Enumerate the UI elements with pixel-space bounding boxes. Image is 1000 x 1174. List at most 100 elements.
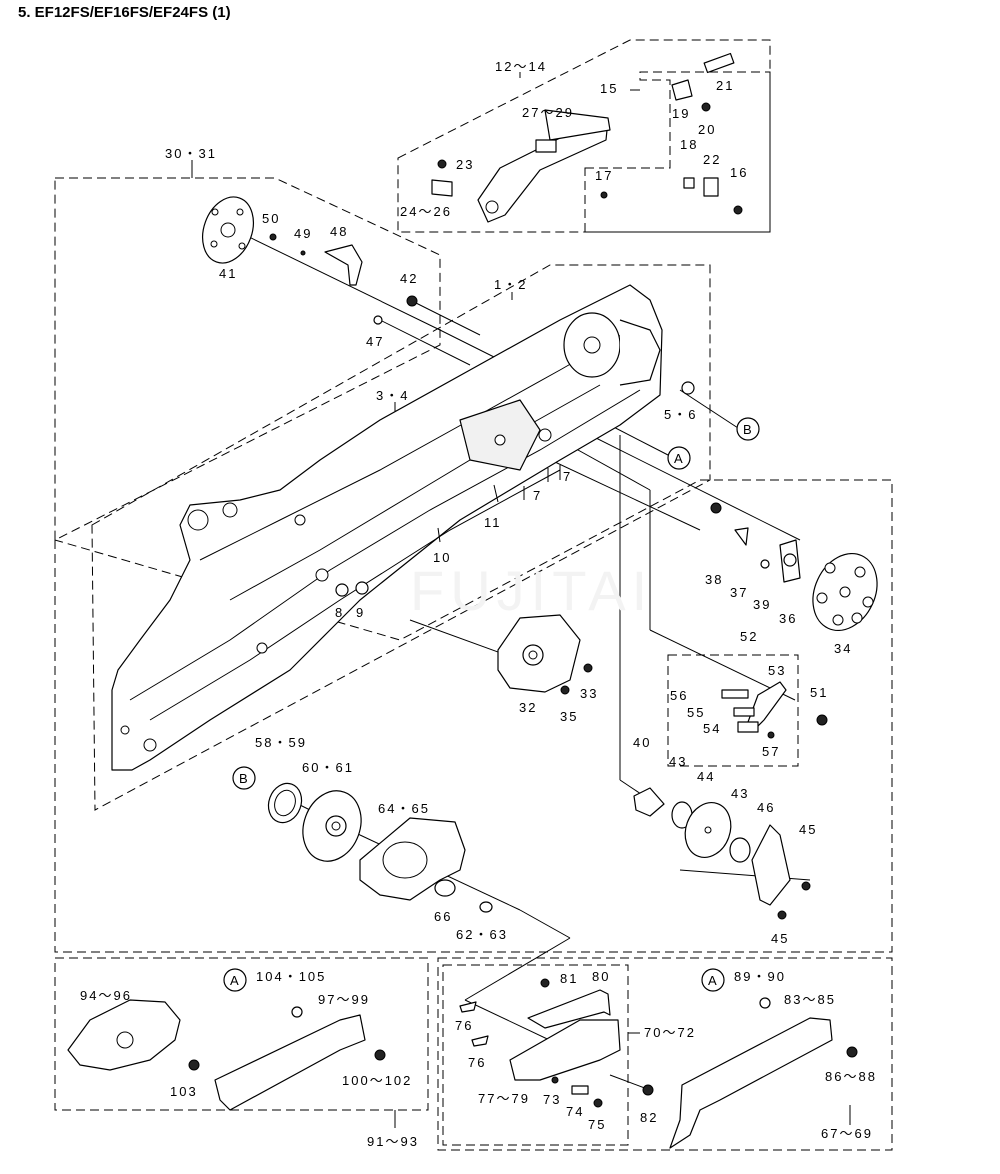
label-12-14: 12～14 [495,59,547,74]
boundary-1-2 [91,264,711,811]
label-44: 44 [697,769,715,784]
label-9: 9 [356,605,365,620]
label-97-99: 97～99 [318,992,370,1007]
screw-75 [593,1098,603,1108]
collar-18 [683,177,695,189]
label-104-105: 104・105 [256,969,326,984]
label-24-26: 24～26 [400,204,452,219]
group-boundaries [54,39,893,1151]
screw-57 [767,731,775,739]
label-70-72: 70～72 [644,1025,696,1040]
label-19: 19 [672,106,690,121]
nut-23 [437,159,447,169]
bracket-plate-27-29 [544,109,611,141]
ref-circle-a3 [701,968,725,992]
label-56: 56 [670,688,688,703]
label-1-2: 1・2 [494,277,527,292]
label-50: 50 [262,211,280,226]
bottom-right-group [669,997,858,1149]
collar-104-105 [291,1006,303,1018]
pin-10 [437,527,441,543]
collar-89-90 [759,997,771,1009]
lower-sprocket-group [267,782,493,913]
screw-17 [600,191,608,199]
page-title: 5. EF12FS/EF16FS/EF24FS (1) [18,4,231,21]
frame-hole [187,509,209,531]
main-frame-assembly [111,284,695,771]
right-sprocket-group [710,502,878,632]
boundary-67-69 [437,957,893,1151]
label-53: 53 [768,663,786,678]
label-51: 51 [810,685,828,700]
body-70-72 [509,1019,621,1081]
boundary-70-72 [442,964,629,1146]
label-a3: A [708,973,717,988]
screw-103 [188,1059,200,1071]
clip-19 [671,79,693,101]
label-60-61: 60・61 [302,760,354,775]
label-10: 10 [433,550,451,565]
label-38: 38 [705,572,723,587]
boundary-12-14 [397,39,771,233]
collar-8 [335,583,349,597]
label-39: 39 [753,597,771,612]
label-45a: 45 [799,822,817,837]
label-11: 11 [484,515,502,530]
label-73: 73 [543,1092,561,1107]
label-62-63: 62・63 [456,927,508,942]
label-58-59: 58・59 [255,735,307,750]
label-15: 15 [600,81,618,96]
label-91-93: 91～93 [367,1134,419,1149]
label-41: 41 [219,266,237,281]
label-46: 46 [757,800,775,815]
bushing-66 [434,879,456,897]
label-8: 8 [335,605,344,620]
label-57: 57 [762,744,780,759]
ref-circle-b2 [232,766,256,790]
plate-55 [733,707,755,717]
label-3-4: 3・4 [376,388,409,403]
collar-5-6 [681,381,695,395]
cutter-group [633,787,811,920]
label-33: 33 [580,686,598,701]
label-74: 74 [566,1104,584,1119]
screw-33 [583,663,593,673]
label-80: 80 [592,969,610,984]
nut-38 [710,502,722,514]
screw-20 [701,102,711,112]
plate-22 [703,177,719,197]
label-77-79: 77～79 [478,1091,530,1106]
label-5-6: 5・6 [664,407,697,422]
label-66: 66 [434,909,452,924]
rail-83-85 [669,1017,833,1149]
label-103: 103 [170,1084,198,1099]
screw-35 [560,685,570,695]
boundary-15 [584,71,771,233]
label-82: 82 [640,1110,658,1125]
label-86-88: 86～88 [825,1069,877,1084]
label-49: 49 [294,226,312,241]
watermark: FUJITAI [410,559,653,622]
ref-circle-a1 [667,446,691,470]
label-17: 17 [595,168,613,183]
bracket-48 [324,244,363,286]
label-43b: 43 [731,786,749,801]
label-a2: A [230,973,239,988]
plate-56 [721,689,749,699]
boundary-52 [667,654,799,767]
label-64-65: 64・65 [378,801,430,816]
label-94-96: 94～96 [80,988,132,1003]
label-36: 36 [779,611,797,626]
label-32: 32 [519,700,537,715]
bottom-left-group [67,999,386,1111]
label-48: 48 [330,224,348,239]
screw-45a [801,881,811,891]
nut-9 [355,581,369,595]
key-76a [459,1001,477,1013]
bracket-part-12-14 [477,117,609,223]
label-a1: A [674,451,683,466]
bracket-46 [751,824,791,906]
label-47: 47 [366,334,384,349]
